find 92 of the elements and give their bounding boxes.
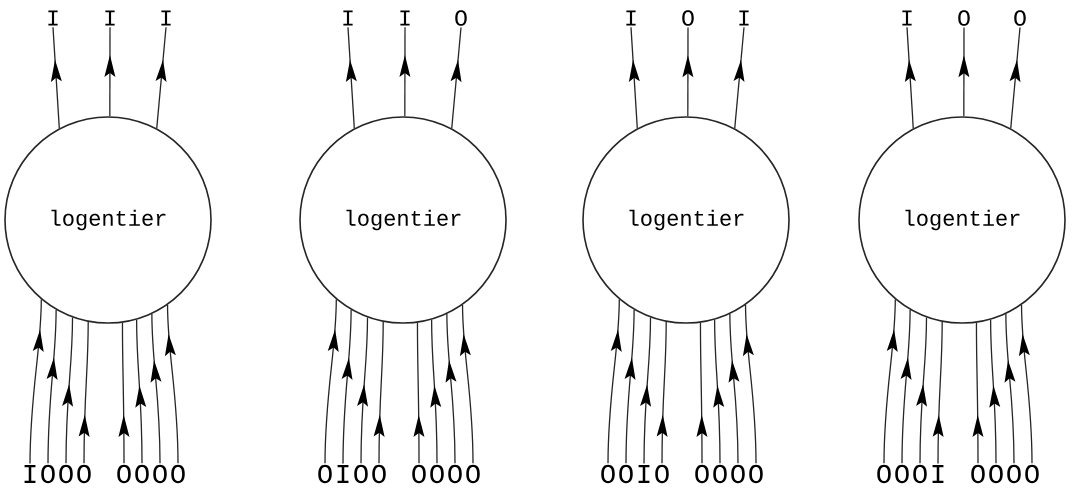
arrow	[989, 319, 1001, 464]
arrow	[345, 26, 357, 129]
input-label: O	[59, 464, 73, 484]
arrow	[607, 298, 622, 464]
arrow	[696, 322, 708, 464]
arrow	[904, 26, 916, 129]
input-label: O	[989, 464, 1003, 484]
input-label: O	[913, 464, 927, 484]
arrow	[742, 304, 757, 464]
input-label: O	[412, 464, 426, 484]
input-label: O	[749, 464, 763, 484]
output-label: I	[105, 10, 115, 26]
output-label: I	[343, 10, 353, 26]
output-label: I	[739, 10, 749, 26]
input-label: O	[77, 464, 91, 484]
output-label: I	[161, 10, 171, 26]
arrow	[932, 321, 944, 465]
input-label: O	[1007, 464, 1021, 484]
input-label: I	[337, 465, 349, 483]
arrow	[883, 298, 898, 464]
input-label: O	[877, 464, 891, 484]
input-label: O	[1025, 464, 1039, 484]
circle-node: logentier	[858, 116, 1066, 324]
arrow	[413, 322, 425, 464]
arrow	[78, 321, 90, 464]
arrow	[46, 309, 58, 464]
arrow	[373, 321, 385, 464]
arrow	[50, 26, 62, 129]
arrow	[1004, 313, 1016, 464]
arrow	[324, 298, 339, 464]
arrow	[430, 319, 442, 464]
arrow	[656, 321, 668, 464]
arrow	[62, 316, 74, 464]
input-label: O	[601, 464, 615, 484]
arrow	[728, 313, 740, 464]
input-label: O	[731, 464, 745, 484]
circle-node: logentier	[582, 116, 790, 324]
arrow	[357, 316, 369, 464]
arrow	[118, 322, 130, 464]
arrow	[445, 313, 457, 464]
arrow	[155, 26, 167, 129]
input-label: O	[655, 464, 669, 484]
arrow	[135, 319, 147, 464]
circle-node: logentier	[4, 116, 212, 324]
input-label: O	[41, 464, 55, 484]
input-label: O	[695, 464, 709, 484]
arrow	[450, 26, 462, 129]
input-label: O	[318, 464, 332, 484]
output-label: O	[455, 10, 467, 26]
output-label: O	[682, 10, 694, 26]
arrow	[164, 304, 179, 464]
arrow	[972, 322, 984, 464]
arrow	[341, 309, 353, 465]
arrow	[916, 316, 928, 464]
arrow	[713, 319, 725, 464]
input-label: O	[354, 464, 368, 484]
input-label: O	[430, 464, 444, 484]
arrow	[1018, 304, 1033, 464]
input-label: O	[117, 464, 131, 484]
arrow	[640, 316, 652, 465]
arrow	[682, 26, 694, 117]
input-label: I	[638, 465, 650, 483]
input-label: O	[466, 464, 480, 484]
output-label: O	[958, 10, 970, 26]
arrow	[104, 26, 116, 117]
arrow	[900, 309, 912, 464]
output-label: I	[626, 10, 636, 26]
output-label: I	[400, 10, 410, 26]
arrow	[459, 304, 474, 464]
input-label: O	[372, 464, 386, 484]
output-label: O	[1014, 10, 1026, 26]
input-label: O	[153, 464, 167, 484]
arrow	[733, 26, 745, 129]
circle-node: logentier	[299, 116, 507, 324]
arrow	[628, 26, 640, 129]
arrow	[399, 26, 411, 117]
arrow	[150, 313, 162, 464]
input-label: O	[895, 464, 909, 484]
input-label: O	[713, 464, 727, 484]
arrow	[624, 309, 636, 464]
arrow	[29, 298, 44, 465]
input-label: O	[619, 464, 633, 484]
input-label: O	[448, 464, 462, 484]
input-label: I	[24, 465, 36, 483]
arrow	[1009, 26, 1021, 129]
input-label: I	[932, 465, 944, 483]
output-label: I	[48, 10, 58, 26]
input-label: O	[171, 464, 185, 484]
output-label: I	[902, 10, 912, 26]
input-label: O	[135, 464, 149, 484]
input-label: O	[971, 464, 985, 484]
arrow	[958, 26, 970, 117]
